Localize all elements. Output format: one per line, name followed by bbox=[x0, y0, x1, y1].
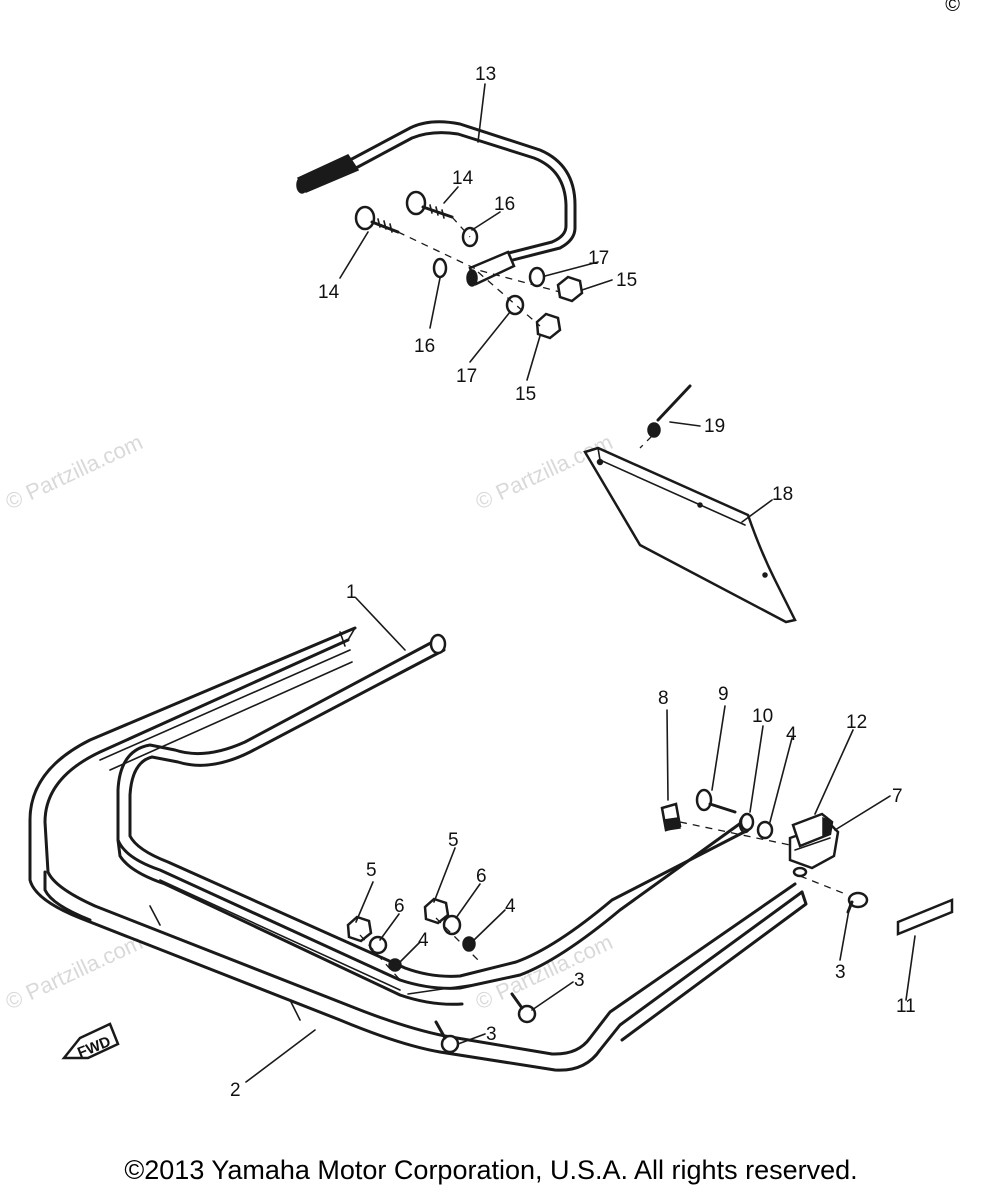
callout-17-right: 17 bbox=[588, 248, 609, 269]
part-5-nut-left bbox=[346, 915, 373, 943]
callout-17-left: 17 bbox=[456, 366, 477, 387]
callout-16-left: 16 bbox=[414, 336, 435, 357]
part-3-screw-mid bbox=[510, 992, 537, 1024]
callout-4-top: 4 bbox=[786, 724, 797, 745]
callout-18: 18 bbox=[772, 484, 793, 505]
copyright-notice: ©2013 Yamaha Motor Corporation, U.S.A. A… bbox=[124, 1155, 858, 1185]
part-15-nut-right bbox=[556, 275, 584, 303]
callout-5-left: 5 bbox=[366, 860, 377, 881]
part-1-inner-frame bbox=[116, 633, 752, 1006]
callout-3-right: 3 bbox=[835, 962, 846, 983]
part-6-washer-left bbox=[368, 935, 388, 955]
part-4-washer-left bbox=[388, 958, 402, 972]
callout-14-left: 14 bbox=[318, 282, 340, 303]
callout-5-right: 5 bbox=[448, 830, 459, 851]
watermark-center: © Partzilla.com bbox=[472, 429, 617, 514]
fwd-arrow: FWD bbox=[61, 1022, 120, 1062]
callout-7: 7 bbox=[892, 786, 903, 807]
part-8-clip bbox=[660, 802, 682, 832]
watermark-left: © Partzilla.com bbox=[2, 429, 147, 514]
part-10-washer bbox=[739, 812, 755, 832]
part-6-washer-right bbox=[442, 914, 462, 936]
corner-copyright-mark: © bbox=[945, 0, 960, 16]
part-9-bolt bbox=[695, 788, 737, 814]
callout-14-right: 14 bbox=[452, 168, 474, 189]
callout-10: 10 bbox=[752, 706, 773, 727]
callout-11: 11 bbox=[896, 996, 916, 1017]
part-11-decal bbox=[896, 898, 954, 936]
callout-16-right: 16 bbox=[494, 194, 515, 215]
leader-lines bbox=[245, 83, 916, 1083]
part-3-screw-left bbox=[434, 1020, 460, 1054]
callout-6-right: 6 bbox=[476, 866, 487, 887]
part-15-nut-left bbox=[535, 312, 562, 340]
part-2-outer-rail bbox=[28, 626, 808, 1072]
part-18-plate bbox=[583, 446, 797, 624]
callout-1: 1 bbox=[346, 582, 357, 603]
callout-6-left: 6 bbox=[394, 896, 405, 917]
callout-3-mid: 3 bbox=[574, 970, 585, 991]
watermark-bottom-left: © Partzilla.com bbox=[2, 929, 147, 1014]
callout-12: 12 bbox=[846, 712, 867, 733]
part-3-screw-right bbox=[846, 891, 869, 914]
part-12-cap bbox=[791, 812, 834, 848]
callout-15-right: 15 bbox=[616, 270, 637, 291]
callout-4-right: 4 bbox=[505, 896, 516, 917]
callout-4-left: 4 bbox=[418, 930, 429, 951]
callout-15-left: 15 bbox=[515, 384, 536, 405]
part-4-washer-top bbox=[756, 820, 774, 840]
part-16-washer-left bbox=[432, 257, 448, 279]
callout-3-left: 3 bbox=[486, 1024, 497, 1045]
callout-19: 19 bbox=[704, 416, 725, 437]
callouts: 13 14 14 16 16 17 17 15 15 19 18 1 8 9 1… bbox=[230, 64, 916, 1101]
callout-9: 9 bbox=[718, 684, 729, 705]
part-19-screw bbox=[639, 384, 692, 449]
part-5-nut-right bbox=[423, 897, 450, 925]
part-14-bolt-left bbox=[354, 205, 400, 234]
callout-13: 13 bbox=[475, 64, 496, 85]
part-13-handle bbox=[296, 120, 577, 287]
callout-8: 8 bbox=[658, 688, 669, 709]
part-17-washer-right bbox=[528, 266, 546, 288]
part-4-washer-right bbox=[462, 936, 476, 952]
part-14-bolt-right bbox=[405, 190, 454, 219]
callout-2: 2 bbox=[230, 1080, 241, 1101]
